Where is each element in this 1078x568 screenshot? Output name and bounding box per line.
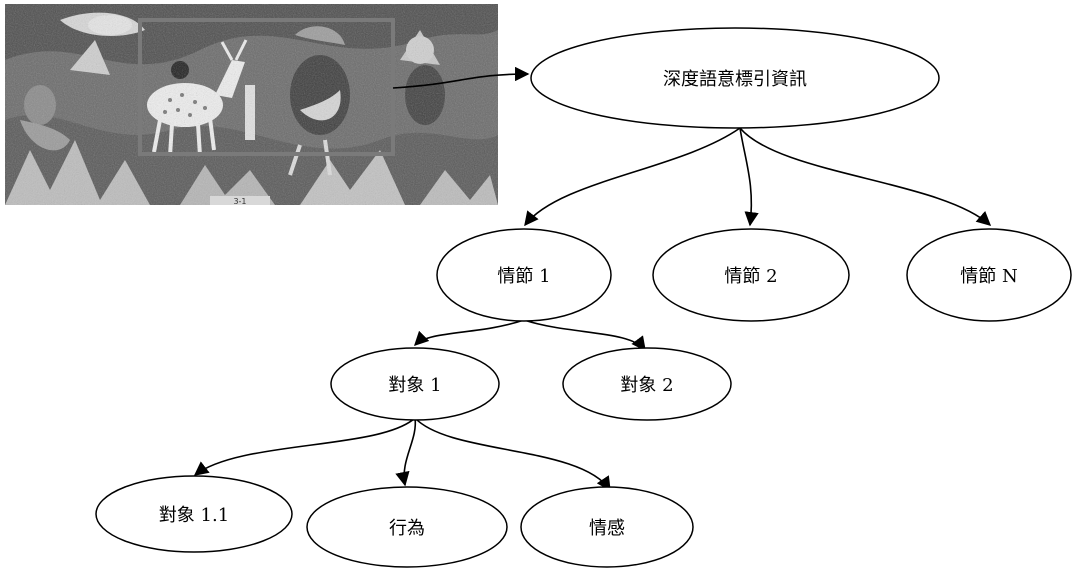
edge-root-scene1 <box>524 127 741 227</box>
node-object-1-1: 對象 1.1 <box>95 475 293 553</box>
node-object-1-label: 對象 1 <box>388 375 441 396</box>
node-emotion-label: 情感 <box>589 518 625 539</box>
node-scene-2: 情節 2 <box>652 228 850 322</box>
mural-image: 3-1 <box>5 4 498 206</box>
edge-scene1-object1 <box>413 319 525 347</box>
edge-object1-object11 <box>193 417 416 476</box>
node-root: 深度語意標引資訊 <box>530 27 940 129</box>
edge-root-scene2 <box>739 127 759 227</box>
node-object-1-1-label: 對象 1.1 <box>159 505 229 526</box>
node-root-label: 深度語意標引資訊 <box>663 69 807 90</box>
node-behavior: 行為 <box>306 486 508 568</box>
edge-object1-emotion <box>414 417 611 492</box>
node-scene-1-label: 情節 1 <box>497 266 550 287</box>
edge-image-root <box>392 66 530 89</box>
node-emotion: 情感 <box>520 486 694 568</box>
node-scene-n: 情節 N <box>906 228 1072 322</box>
node-object-2: 對象 2 <box>562 347 732 421</box>
node-scene-n-label: 情節 N <box>960 266 1017 287</box>
edges <box>193 66 992 492</box>
node-scene-1: 情節 1 <box>436 228 612 322</box>
svg-text:3-1: 3-1 <box>233 197 246 206</box>
edge-scene1-object2 <box>523 319 646 352</box>
edge-object1-behavior <box>395 417 417 487</box>
node-object-2-label: 對象 2 <box>620 375 673 396</box>
edge-root-sceneN <box>739 127 992 226</box>
node-behavior-label: 行為 <box>389 518 425 539</box>
node-object-1: 對象 1 <box>330 347 500 421</box>
node-scene-2-label: 情節 2 <box>724 266 777 287</box>
highlight-frame <box>138 18 395 156</box>
